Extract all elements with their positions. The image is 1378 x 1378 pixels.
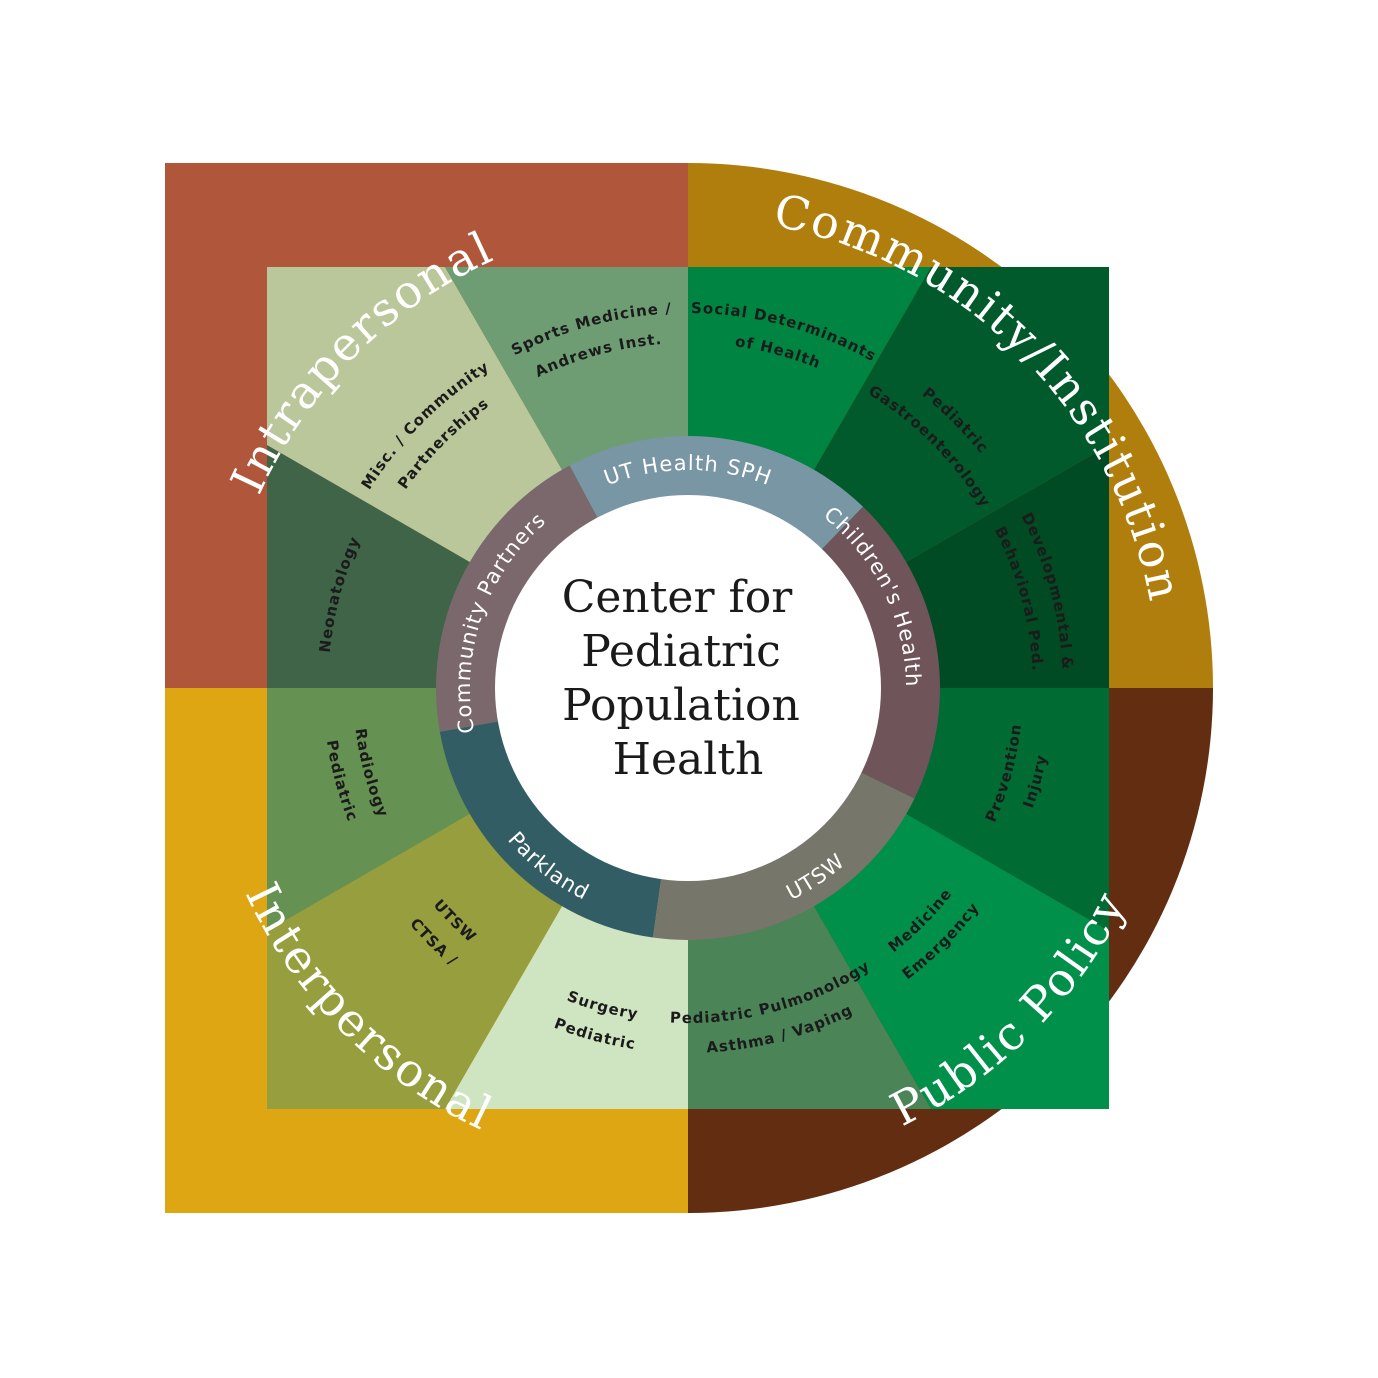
program-segment-ring bbox=[267, 267, 1109, 1109]
program-segment bbox=[688, 688, 932, 1109]
program-segment bbox=[688, 267, 932, 688]
program-segment bbox=[267, 688, 688, 932]
program-segment bbox=[267, 444, 688, 688]
program-segment bbox=[688, 688, 1109, 932]
center-title-line: Health bbox=[613, 734, 764, 785]
program-segment bbox=[444, 688, 688, 1109]
center-title-line: Population bbox=[562, 680, 800, 731]
program-segment bbox=[688, 444, 1109, 688]
program-segment bbox=[444, 267, 688, 688]
center-disc bbox=[495, 495, 881, 881]
center-title: Center for Pediatric Population Health bbox=[562, 572, 814, 785]
center-title-line: Pediatric bbox=[581, 626, 781, 677]
center-title-line: Center for bbox=[562, 572, 794, 623]
